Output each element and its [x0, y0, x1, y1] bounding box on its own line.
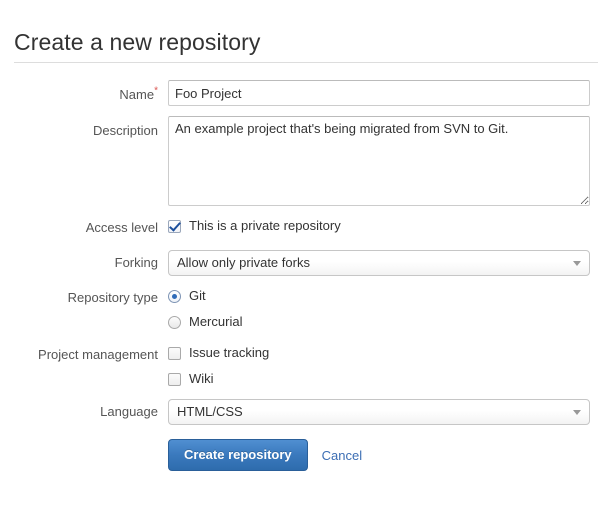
- form-row-access-level: Access level This is a private repositor…: [0, 215, 612, 241]
- language-label: Language: [100, 404, 158, 419]
- form-row-forking: Forking Allow only private forks: [0, 250, 612, 276]
- name-input[interactable]: [168, 80, 590, 106]
- private-repository-label: This is a private repository: [189, 218, 341, 233]
- project-management-field-col: Issue tracking Wiki: [168, 342, 612, 390]
- description-field-col: [168, 116, 612, 206]
- radio-option-mercurial[interactable]: Mercurial: [168, 311, 590, 333]
- form-row-project-management: Project management Issue tracking Wiki: [0, 342, 612, 390]
- radio-label-git: Git: [189, 288, 206, 303]
- access-level-label: Access level: [85, 220, 158, 235]
- form-row-name: Name*: [0, 80, 612, 107]
- radio-unselected-icon[interactable]: [168, 315, 181, 329]
- checkbox-label-wiki: Wiki: [189, 371, 214, 386]
- form-row-repository-type: Repository type Git Mercurial: [0, 285, 612, 333]
- forking-select-value[interactable]: Allow only private forks: [168, 250, 590, 276]
- checkbox-option-wiki[interactable]: Wiki: [168, 368, 590, 390]
- repository-type-field-col: Git Mercurial: [168, 285, 612, 333]
- checkbox-checked-icon[interactable]: [168, 219, 181, 233]
- page-title: Create a new repository: [14, 29, 261, 56]
- language-select[interactable]: HTML/CSS: [168, 399, 590, 425]
- cancel-link[interactable]: Cancel: [321, 447, 363, 463]
- chevron-down-icon: [573, 261, 581, 266]
- create-repository-form: Name* Description Access level This is a…: [0, 80, 612, 480]
- name-label-text: Name: [119, 87, 155, 102]
- name-field-col: [168, 80, 612, 106]
- checkbox-unchecked-icon[interactable]: [168, 346, 181, 360]
- language-field-col: HTML/CSS: [168, 399, 612, 425]
- checkbox-unchecked-icon[interactable]: [168, 372, 181, 386]
- repository-type-label: Repository type: [67, 290, 158, 305]
- radio-option-git[interactable]: Git: [168, 285, 590, 307]
- access-level-field-col: This is a private repository: [168, 215, 612, 237]
- forking-select[interactable]: Allow only private forks: [168, 250, 590, 276]
- header-divider: [14, 62, 598, 63]
- language-select-value[interactable]: HTML/CSS: [168, 399, 590, 425]
- radio-selected-icon[interactable]: [168, 289, 181, 303]
- form-actions: Create repository Cancel: [168, 434, 590, 471]
- project-management-label: Project management: [38, 347, 158, 362]
- name-label: Name*: [0, 80, 168, 107]
- checkbox-option-issue-tracking[interactable]: Issue tracking: [168, 342, 590, 364]
- chevron-down-icon: [573, 410, 581, 415]
- radio-label-mercurial: Mercurial: [189, 314, 243, 329]
- required-asterisk: *: [154, 85, 158, 97]
- forking-field-col: Allow only private forks: [168, 250, 612, 276]
- form-row-description: Description: [0, 116, 612, 206]
- form-row-language: Language HTML/CSS: [0, 399, 612, 425]
- description-label: Description: [92, 123, 158, 138]
- forking-label: Forking: [114, 255, 158, 270]
- create-repository-button[interactable]: Create repository: [168, 439, 308, 471]
- checkbox-label-issue-tracking: Issue tracking: [189, 345, 270, 360]
- description-textarea[interactable]: [168, 116, 590, 206]
- form-row-actions: Create repository Cancel: [0, 434, 612, 471]
- private-repository-checkbox-row[interactable]: This is a private repository: [168, 215, 590, 237]
- actions-field-col: Create repository Cancel: [168, 434, 612, 471]
